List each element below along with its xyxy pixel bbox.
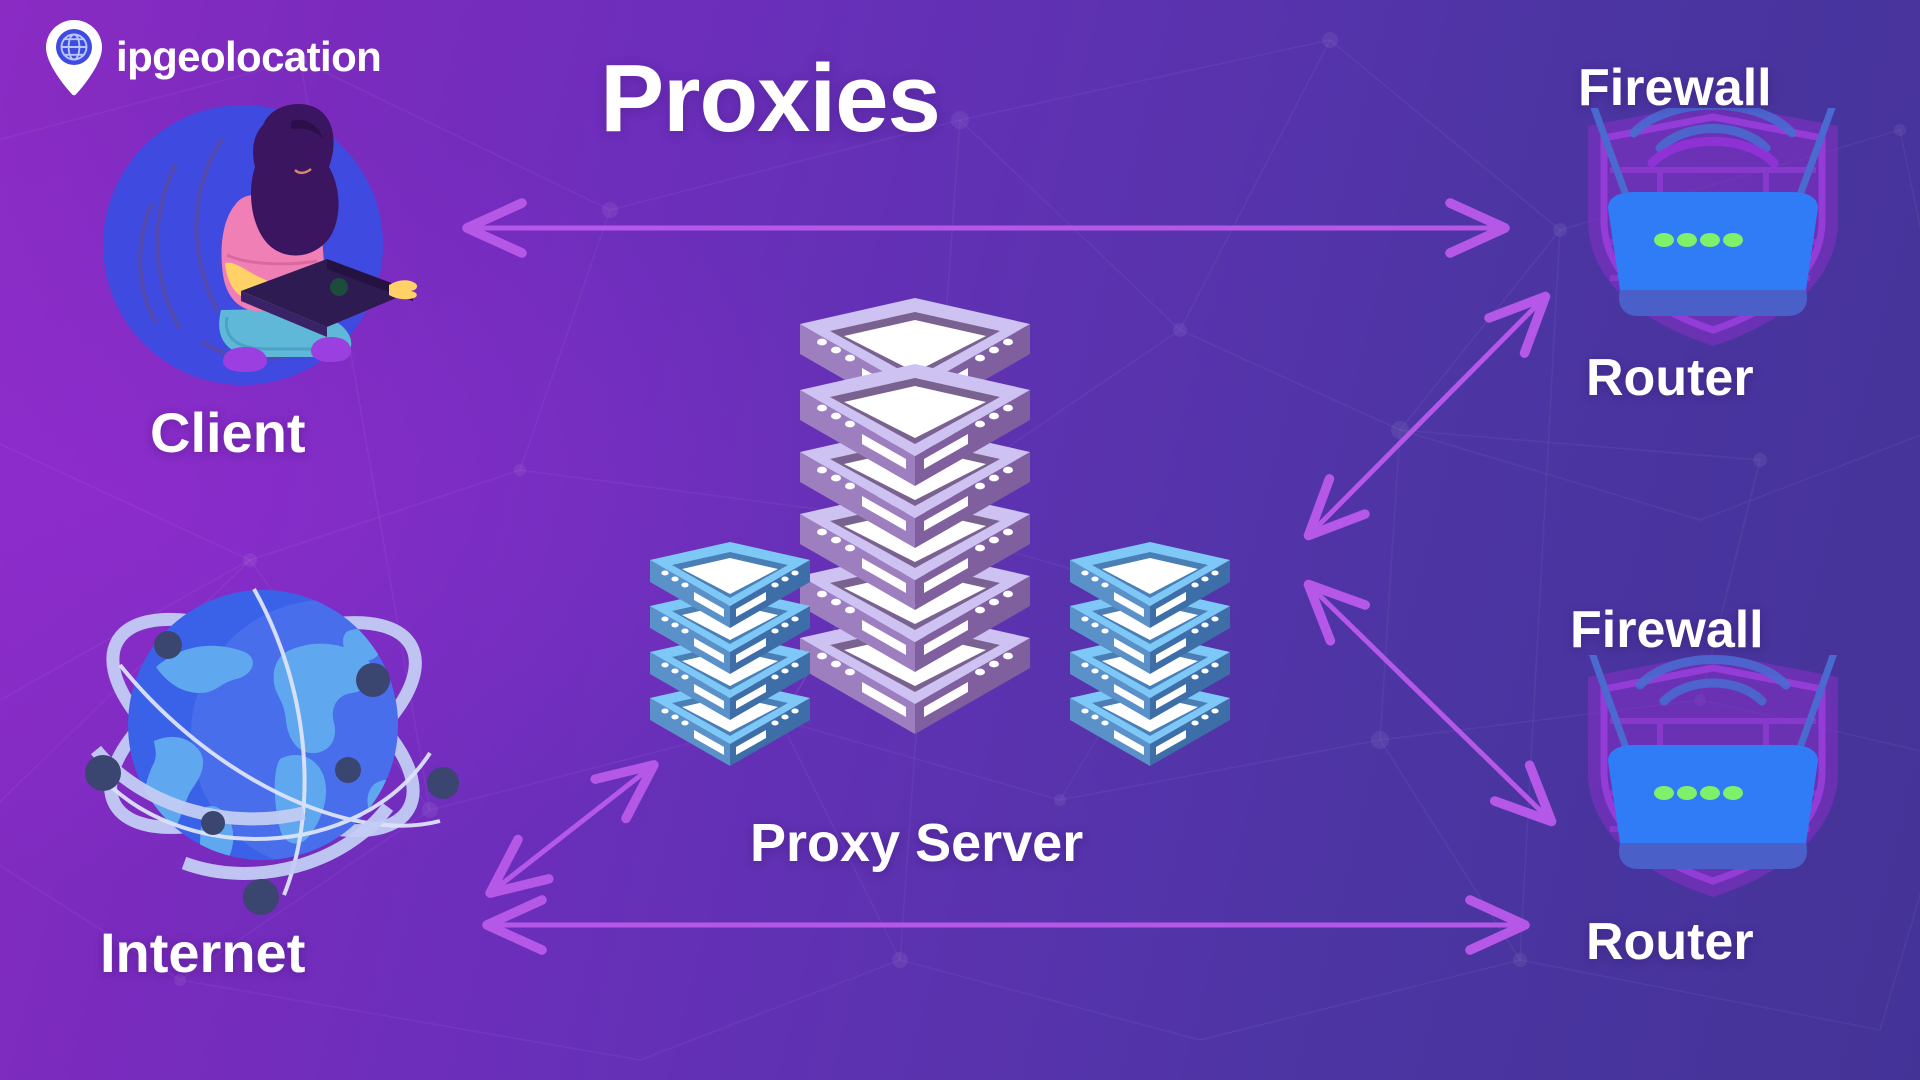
label-internet: Internet [100, 921, 306, 984]
router-antennas-icon [1588, 98, 1838, 210]
brand-name: ipgeolocation [116, 33, 382, 80]
page-title: Proxies [600, 45, 941, 152]
label-proxy-server: Proxy Server [750, 813, 1084, 873]
router-led-group [1654, 233, 1743, 247]
firewall-router-top-illustration [1548, 98, 1878, 348]
label-router-bottom: Router [1586, 913, 1754, 971]
label-router-top: Router [1586, 349, 1754, 407]
brand-logo[interactable]: ipgeolocation [42, 18, 382, 96]
map-pin-globe-icon [46, 20, 102, 96]
wifi-router-icon [1608, 192, 1818, 316]
arrow-proxy-router-bottom [1303, 579, 1557, 827]
arrow-proxy-router-top [1303, 291, 1551, 541]
client-illustration [95, 95, 425, 395]
label-firewall-bottom: Firewall [1570, 601, 1764, 659]
label-firewall-top: Firewall [1578, 59, 1772, 117]
arrow-internet-proxy [485, 760, 659, 898]
firewall-router-bottom-illustration [1548, 649, 1878, 900]
label-client: Client [150, 401, 306, 464]
internet-globe-illustration [58, 545, 478, 915]
